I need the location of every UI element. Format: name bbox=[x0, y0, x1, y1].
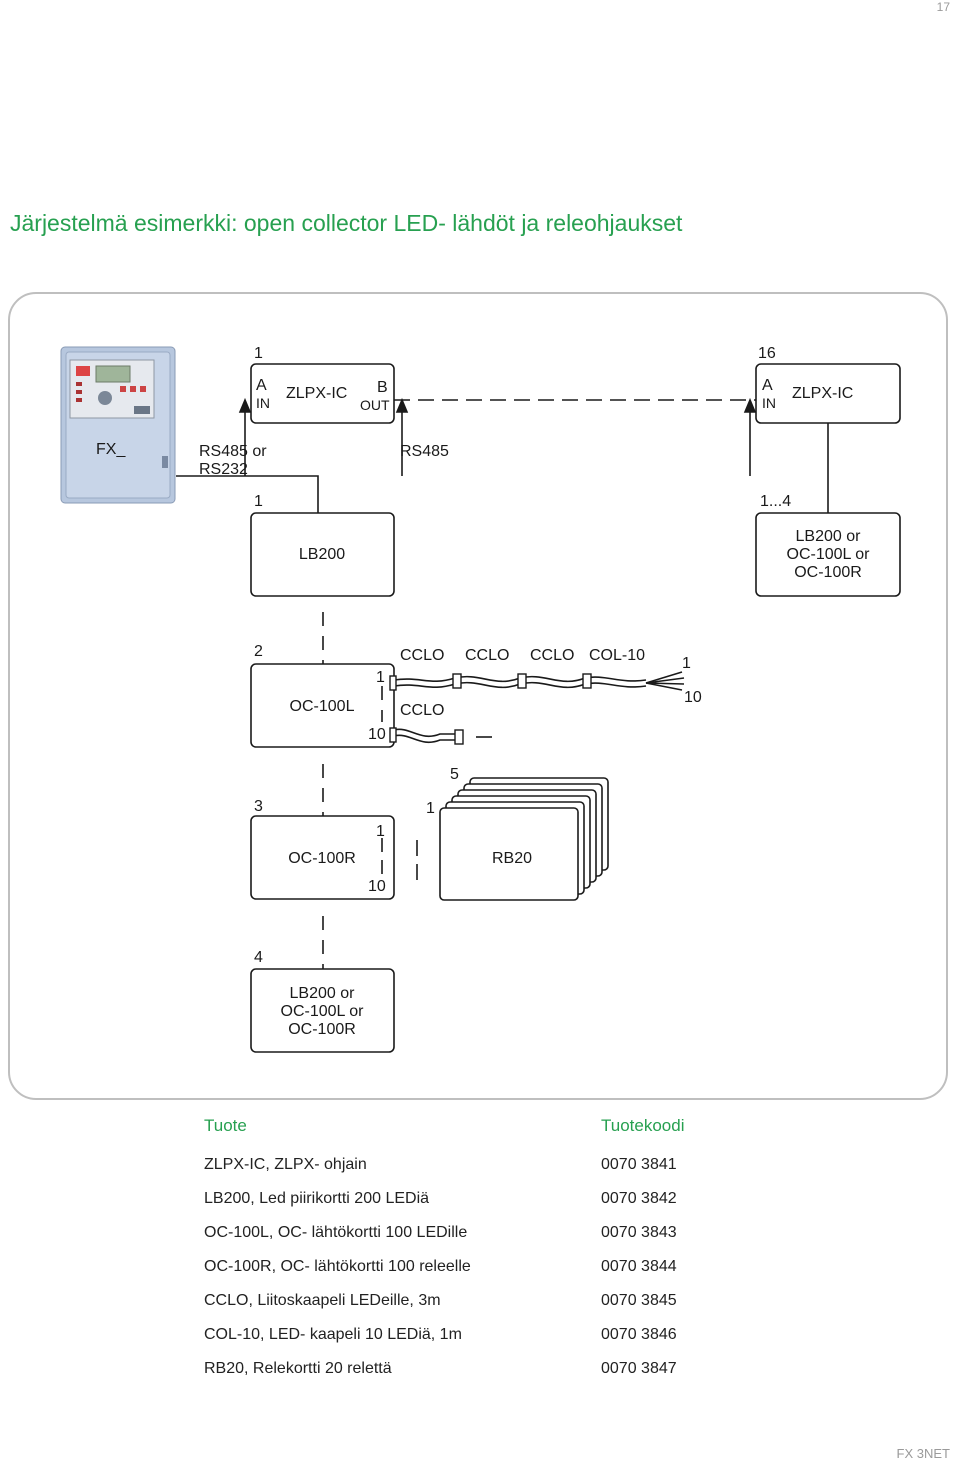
table-row-3-product: OC-100L, OC- lähtökortti 100 LEDille bbox=[204, 1224, 468, 1241]
oc100r-pin-top: 1 bbox=[376, 823, 385, 840]
diagram-frame bbox=[8, 292, 948, 1100]
cclo-label-3: CCLO bbox=[530, 647, 575, 664]
oc100l-label: OC-100L bbox=[289, 698, 355, 715]
oc100l-pin-top: 1 bbox=[376, 669, 385, 686]
right-box-line3: OC-100R bbox=[794, 564, 862, 581]
rb-count-label: 5 bbox=[450, 766, 459, 783]
table-row-5-code: 0070 3845 bbox=[601, 1292, 677, 1309]
table-row-7-product: RB20, Relekortti 20 relettä bbox=[204, 1360, 392, 1377]
oc100l-index: 2 bbox=[254, 643, 263, 660]
rs232-label: RS232 bbox=[199, 461, 248, 478]
page-title: Järjestelmä esimerkki: open collector LE… bbox=[10, 210, 683, 236]
page-number: 17 bbox=[936, 0, 950, 14]
table-row-1-code: 0070 3841 bbox=[601, 1156, 677, 1173]
col10-label: COL-10 bbox=[589, 647, 646, 664]
oc100l-pin-bottom: 10 bbox=[368, 726, 386, 743]
zlpx1-index: 1 bbox=[254, 345, 263, 362]
zlpx16-a: A bbox=[762, 377, 773, 394]
table-header-code: Tuotekoodi bbox=[601, 1116, 685, 1135]
zlpx16-index: 16 bbox=[758, 345, 776, 362]
table-row-2-product: LB200, Led piirikortti 200 LEDiä bbox=[204, 1190, 430, 1207]
right-box-line2: OC-100L or bbox=[786, 546, 870, 563]
box4-line3: OC-100R bbox=[288, 1021, 356, 1038]
right-index: 1...4 bbox=[760, 493, 792, 510]
box4-line1: LB200 or bbox=[289, 985, 355, 1002]
lb200-box-label: LB200 bbox=[298, 546, 346, 563]
zlpx1-in: IN bbox=[256, 395, 270, 411]
table-row-4-product: OC-100R, OC- lähtökortti 100 releelle bbox=[204, 1258, 471, 1275]
cclo-lower-label: CCLO bbox=[400, 702, 445, 719]
zlpx16-name: ZLPX-IC bbox=[792, 385, 854, 402]
fan-bottom-label: 10 bbox=[684, 689, 702, 706]
fan-top-label: 1 bbox=[682, 655, 691, 672]
right-box-line1: LB200 or bbox=[795, 528, 861, 545]
table-row-6-code: 0070 3846 bbox=[601, 1326, 677, 1343]
zlpx1-a: A bbox=[256, 377, 267, 394]
table-row-3-code: 0070 3843 bbox=[601, 1224, 677, 1241]
cclo-label-2: CCLO bbox=[465, 647, 510, 664]
panel-label: FX_ bbox=[96, 441, 126, 458]
box4-line2: OC-100L or bbox=[280, 1003, 364, 1020]
table-row-4-code: 0070 3844 bbox=[601, 1258, 677, 1275]
rb20-label: RB20 bbox=[491, 850, 533, 867]
cclo-label-1: CCLO bbox=[400, 647, 445, 664]
oc100r-label: OC-100R bbox=[288, 850, 356, 867]
box4-index: 4 bbox=[254, 949, 263, 966]
table-row-1-product: ZLPX-IC, ZLPX- ohjain bbox=[204, 1156, 367, 1173]
table-row-6-product: COL-10, LED- kaapeli 10 LEDiä, 1m bbox=[204, 1326, 462, 1343]
diagram-lines bbox=[176, 363, 901, 1053]
table-row-5-product: CCLO, Liitoskaapeli LEDeille, 3m bbox=[204, 1292, 441, 1309]
oc100r-pin-bottom: 10 bbox=[368, 878, 386, 895]
oc100r-index: 3 bbox=[254, 798, 263, 815]
lb200-index: 1 bbox=[254, 493, 263, 510]
fire-panel-image bbox=[60, 346, 176, 504]
rs485-label: RS485 bbox=[400, 443, 449, 460]
zlpx1-b: B bbox=[377, 379, 388, 396]
table-header-product: Tuote bbox=[204, 1116, 247, 1135]
footer-label: FX 3NET bbox=[896, 1446, 950, 1461]
rb-index-label: 1 bbox=[426, 800, 435, 817]
table-row-2-code: 0070 3842 bbox=[601, 1190, 677, 1207]
rs485-or-label: RS485 or bbox=[199, 443, 267, 460]
zlpx16-in: IN bbox=[762, 395, 776, 411]
table-row-7-code: 0070 3847 bbox=[601, 1360, 677, 1377]
zlpx1-out: OUT bbox=[360, 397, 390, 413]
zlpx1-name: ZLPX-IC bbox=[286, 385, 348, 402]
